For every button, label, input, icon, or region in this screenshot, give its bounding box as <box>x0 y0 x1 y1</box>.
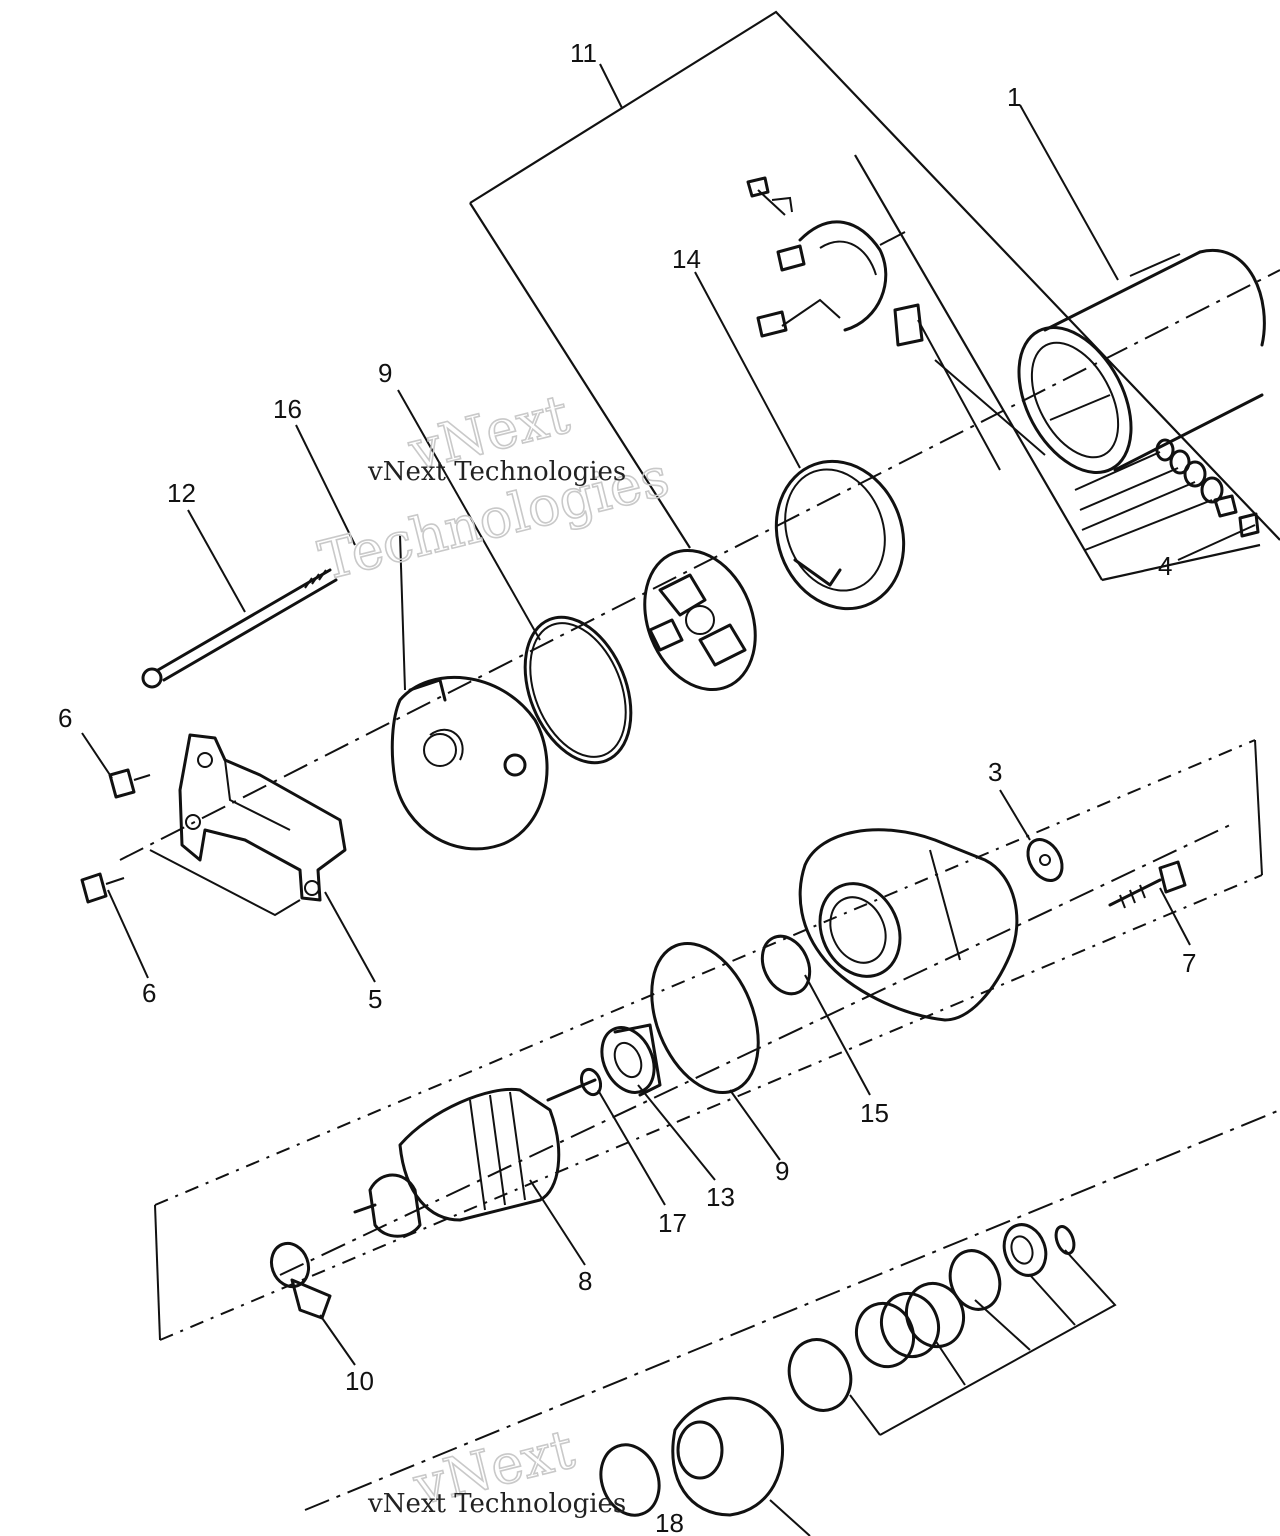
drive-assembly <box>599 1223 1117 1536</box>
part-12-through-bolt <box>141 568 338 689</box>
callout-14: 14 <box>672 244 701 274</box>
assembly-frame-11 <box>469 10 1280 582</box>
part-3-washer <box>1026 838 1064 882</box>
watermark: vNext Technologies vNext Technologies vN… <box>312 381 676 1519</box>
callout-1: 1 <box>1007 82 1021 112</box>
part-9-o-ring-lower <box>650 941 760 1095</box>
callout-17: 17 <box>658 1208 687 1238</box>
front-housing <box>798 828 1019 1022</box>
part-9-o-ring-upper <box>523 615 633 765</box>
rear-end-cover <box>390 675 549 851</box>
callout-labels: 11 1 14 9 16 12 4 6 3 7 6 5 15 9 13 17 8… <box>58 38 1196 1536</box>
callout-4: 4 <box>1158 551 1172 581</box>
watermark-brand-small-bottom: vNext Technologies <box>367 1489 626 1519</box>
callout-7: 7 <box>1182 948 1196 978</box>
callout-6-lower: 6 <box>142 978 156 1008</box>
callout-13: 13 <box>706 1182 735 1212</box>
brush-holder-wiring <box>746 176 1046 471</box>
assembly-frame-middle <box>154 739 1263 1341</box>
part-15-o-ring <box>760 934 812 996</box>
part-8-armature <box>353 1078 597 1238</box>
callout-8: 8 <box>578 1266 592 1296</box>
callout-3: 3 <box>988 757 1002 787</box>
callout-12: 12 <box>167 478 196 508</box>
callout-9-upper: 9 <box>378 358 392 388</box>
callout-15: 15 <box>860 1098 889 1128</box>
callout-18: 18 <box>655 1508 684 1536</box>
part-4-terminal-hardware <box>1074 438 1260 551</box>
part-13-bearing <box>600 1023 662 1097</box>
callout-11: 11 <box>570 38 597 68</box>
part-5-bracket <box>149 733 347 917</box>
part-7-screw <box>1108 860 1187 909</box>
leader-lines <box>81 63 1256 1366</box>
callout-6-upper: 6 <box>58 703 72 733</box>
callout-9-lower: 9 <box>775 1156 789 1186</box>
center-axes <box>119 269 1280 1511</box>
part-6-bolt-lower <box>80 872 125 904</box>
callout-16: 16 <box>273 394 302 424</box>
part-14-insulator-ring <box>774 459 906 611</box>
callout-10: 10 <box>345 1366 374 1396</box>
part-10-terminal <box>269 1241 332 1320</box>
part-1-yoke-housing <box>1017 248 1266 474</box>
brush-holder-plate <box>643 548 757 692</box>
part-6-bolt-upper <box>108 768 151 799</box>
callout-5: 5 <box>368 984 382 1014</box>
watermark-brand-small: vNext Technologies <box>367 457 626 487</box>
